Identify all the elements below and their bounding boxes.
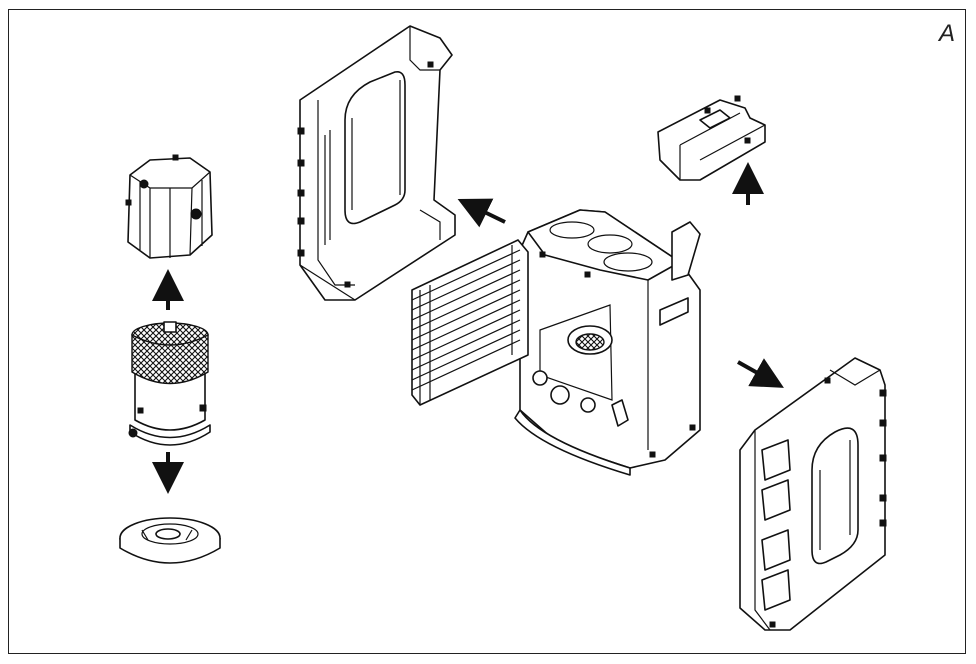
burner-basket-part <box>128 321 211 446</box>
cage-ring-part <box>125 154 213 259</box>
front-grille-part <box>411 239 529 406</box>
burner-base-plate-part <box>119 517 221 564</box>
arrow-up-left-panel <box>457 198 506 228</box>
heater-body-part <box>514 209 701 476</box>
panel-label: A <box>938 20 955 47</box>
arrow-down-right <box>737 358 784 388</box>
top-cover-part <box>657 95 766 181</box>
right-side-panel-part <box>739 357 887 631</box>
left-side-panel-part <box>297 25 456 301</box>
